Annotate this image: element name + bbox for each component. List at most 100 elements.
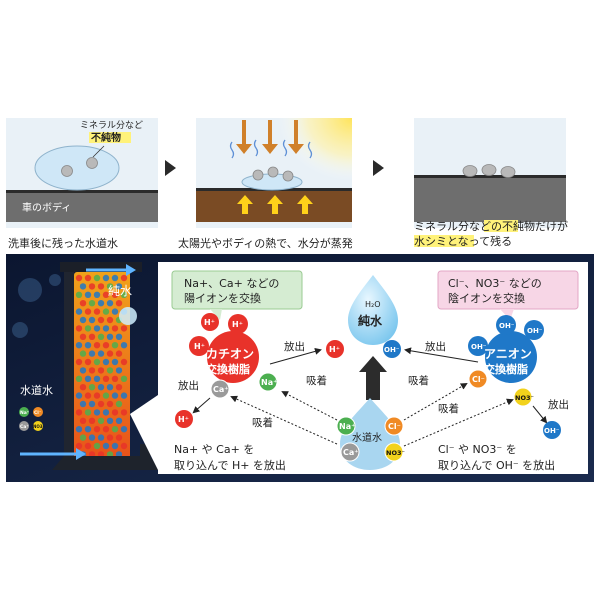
resin-bead <box>88 316 96 324</box>
h-ion <box>326 340 344 358</box>
sunlight-arrows <box>236 120 304 154</box>
resin-bead <box>88 333 96 340</box>
resin-bead <box>75 342 83 349</box>
resin-bead <box>79 316 87 324</box>
resin-bead <box>88 434 96 441</box>
resin-bead <box>97 400 105 408</box>
svg-text:H⁺: H⁺ <box>194 342 205 351</box>
car-body-ground <box>414 177 566 222</box>
resin-bead <box>102 274 110 282</box>
anion-exchange-resin: OH⁻ OH⁻ OH⁻ アニオン 交換樹脂 Cl⁻ NO3⁻ <box>468 315 544 407</box>
resin-bead <box>88 400 96 408</box>
resin-bead <box>111 442 119 450</box>
resin-bead <box>97 316 105 324</box>
resin-bead <box>88 451 96 458</box>
adsorb-label: 吸着 <box>252 416 273 429</box>
resin-bead <box>102 375 110 382</box>
resin-bead <box>106 300 114 307</box>
resin-bead <box>84 375 92 382</box>
cl-ion <box>468 369 488 389</box>
tap-water-drop: 水道水 Na⁺ Cl⁻ Ca⁺ NO3⁻ <box>336 398 405 470</box>
cation-note-line1: Na+ や Ca+ を <box>174 443 254 456</box>
resin-bead <box>106 417 114 424</box>
resin-bead <box>79 400 87 408</box>
resin-bead <box>97 367 105 374</box>
step3-panel: ミネラル分などの不純物だけが 水シミとなって残る <box>414 118 568 248</box>
resin-bead <box>111 291 119 298</box>
resin-bead <box>115 384 123 391</box>
resin-bead <box>93 409 101 416</box>
heat-arrows <box>237 195 313 214</box>
svg-text:Na⁺: Na⁺ <box>339 422 355 431</box>
resin-bead <box>111 426 119 433</box>
resin-bead <box>93 291 101 298</box>
resin-bead <box>120 426 128 433</box>
resin-bead <box>88 417 96 424</box>
cation-exchange-resin: H⁺ H⁺ H⁺ カチオン 交換樹脂 Ca⁺ Na⁺ <box>189 313 278 399</box>
resin-bead <box>93 358 101 366</box>
step3-caption-line2: 水シミとなって残る <box>414 234 512 248</box>
resin-bead <box>120 342 128 349</box>
svg-text:H⁺: H⁺ <box>329 345 340 354</box>
tap-water-ions-mini: Na⁺ Cl⁻ Ca⁺ NO3⁻ <box>19 407 45 431</box>
svg-text:Na⁺: Na⁺ <box>20 410 30 416</box>
resin-bead <box>120 442 128 450</box>
resin-bead <box>97 434 105 441</box>
resin-bead <box>115 400 123 408</box>
resin-bead <box>111 409 119 416</box>
resin-bead <box>111 325 119 332</box>
step1-caption: 洗車後に残った水道水 <box>8 236 118 250</box>
resin-bead <box>120 291 128 298</box>
resin-bead <box>75 291 83 298</box>
resin-bead <box>84 392 92 399</box>
resin-bead <box>115 367 123 374</box>
resin-bead <box>79 367 87 374</box>
resin-bead <box>115 350 123 357</box>
anion-release-label: 放出 <box>425 340 446 353</box>
resin-bead <box>79 283 87 290</box>
svg-text:NO3⁻: NO3⁻ <box>33 424 45 429</box>
callout-pointer <box>130 395 158 470</box>
svg-text:交換樹脂: 交換樹脂 <box>484 362 528 376</box>
svg-text:Ca⁺: Ca⁺ <box>20 424 29 430</box>
resin-bead <box>102 358 110 366</box>
svg-text:OH⁻: OH⁻ <box>527 327 543 335</box>
resin-bead <box>102 308 110 315</box>
resin-bead <box>120 392 128 399</box>
svg-text:Na⁺: Na⁺ <box>261 378 277 387</box>
resin-bead <box>88 283 96 290</box>
water-spot <box>500 166 516 178</box>
step2-panel: 太陽光やボディの熱で、水分が蒸発 <box>178 118 353 250</box>
ca-ion <box>210 379 230 399</box>
anion-speech-bubble: Cl⁻、NO3⁻ などの 陰イオンを交換 <box>437 270 579 320</box>
resin-bead <box>111 375 119 382</box>
filter-column <box>52 262 160 470</box>
cation-resin-label: カチオン <box>206 347 254 361</box>
resin-bead <box>93 274 101 282</box>
resin-bead <box>79 350 87 357</box>
resin-bead <box>75 409 83 416</box>
resin-bead <box>102 409 110 416</box>
resin-bead <box>120 325 128 332</box>
svg-text:Cl⁻: Cl⁻ <box>34 410 42 416</box>
adsorb-label: 吸着 <box>408 374 429 387</box>
svg-text:OH⁻: OH⁻ <box>471 343 487 351</box>
svg-text:陽イオンを交換: 陽イオンを交換 <box>184 291 261 305</box>
resin-bead <box>84 409 92 416</box>
resin-bead <box>84 274 92 282</box>
step-arrow <box>373 160 384 176</box>
step3-caption-line1: ミネラル分などの不純物だけが <box>414 219 568 233</box>
resin-bead <box>93 342 101 349</box>
resin-bead <box>120 274 128 282</box>
resin-bead <box>115 333 123 340</box>
resin-bead <box>97 384 105 391</box>
steam-icon <box>229 139 313 159</box>
result-arrow <box>359 356 387 400</box>
svg-text:陰イオンを交換: 陰イオンを交換 <box>448 291 525 305</box>
resin-bead <box>120 375 128 382</box>
impurity-label-strong: 不純物 <box>91 131 121 144</box>
resin-bead <box>97 283 105 290</box>
cation-release-label: 放出 <box>284 340 305 353</box>
